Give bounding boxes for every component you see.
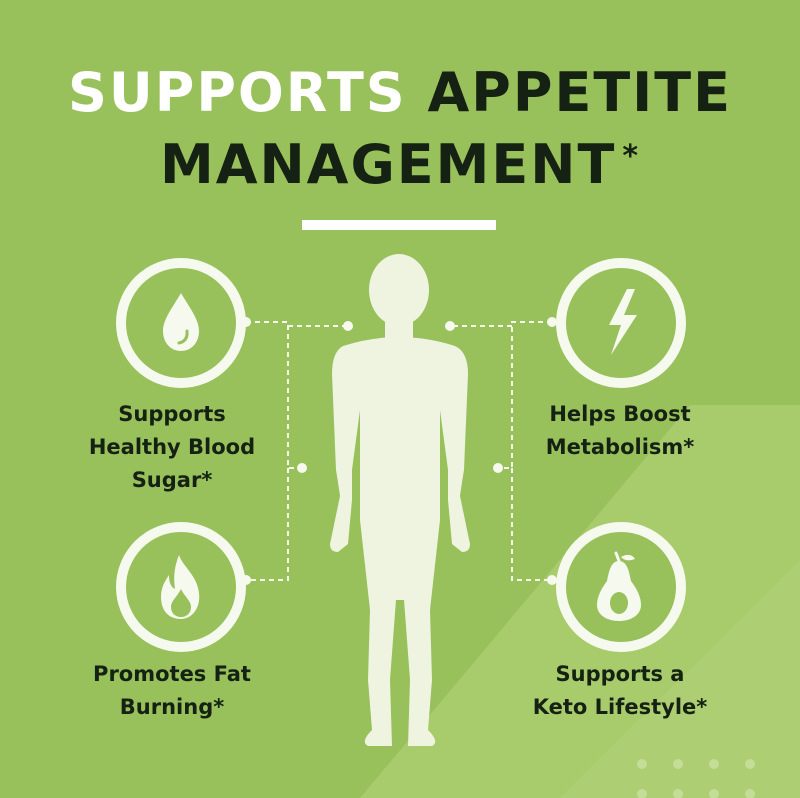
benefit-blood-sugar: Supports Healthy Blood Sugar* xyxy=(88,402,256,492)
metabolism-badge xyxy=(556,258,686,388)
decorative-dot-grid xyxy=(637,759,755,798)
headline-line-1: SUPPORTS APPETITE xyxy=(0,66,800,120)
benefit-keto-lifestyle: Supports a Keto Lifestyle* xyxy=(532,662,708,719)
headline-word-management: MANAGEMENT xyxy=(159,133,617,196)
keto-badge xyxy=(556,522,686,652)
benefit-fat-burning: Promotes Fat Burning* xyxy=(93,662,251,719)
headline-word-appetite: APPETITE xyxy=(427,61,732,124)
headline-line-2: MANAGEMENT* xyxy=(0,138,800,192)
headline-asterisk: * xyxy=(622,139,641,174)
benefit-metabolism: Helps Boost Metabolism* xyxy=(545,402,695,459)
avocado-icon xyxy=(597,551,641,621)
headline-highlight: SUPPORTS xyxy=(68,61,407,124)
blood-sugar-badge xyxy=(116,258,246,388)
fat-burning-badge xyxy=(116,522,246,652)
water-drop-icon xyxy=(163,293,199,351)
title-underline xyxy=(302,220,496,230)
lightning-bolt-icon xyxy=(609,289,637,355)
flame-icon xyxy=(161,555,200,619)
